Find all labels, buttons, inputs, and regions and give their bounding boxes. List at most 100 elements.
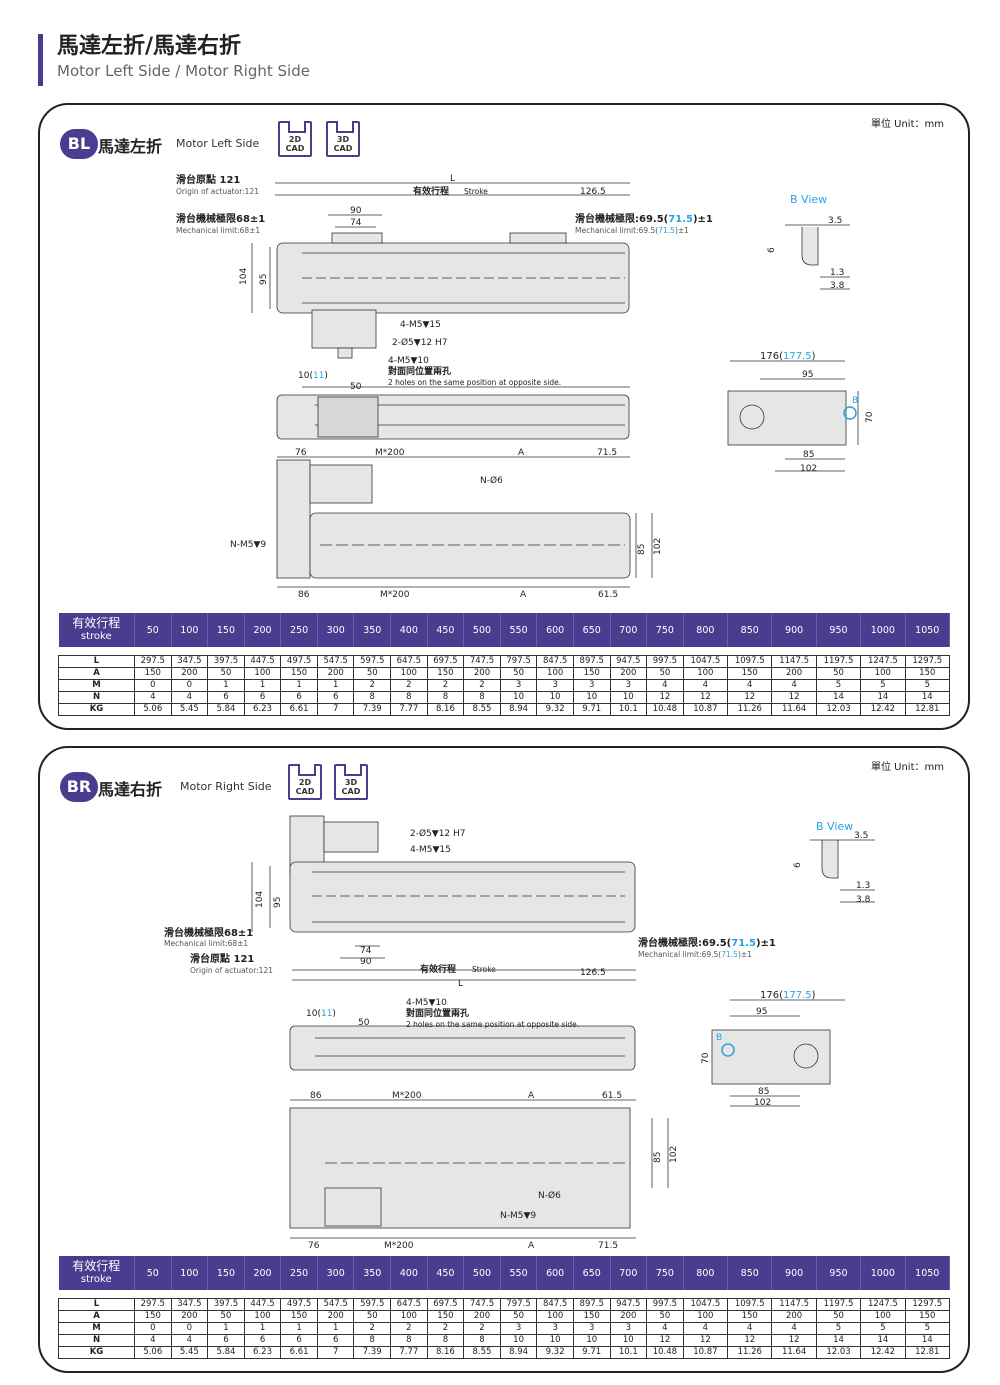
svg-text:70: 70 bbox=[701, 1052, 711, 1064]
svg-text:95: 95 bbox=[273, 897, 283, 908]
svg-text:6: 6 bbox=[767, 247, 777, 253]
table-cell: 10.87 bbox=[682, 1345, 729, 1359]
table-cell: 200 bbox=[771, 1309, 817, 1323]
table-cell: 6 bbox=[207, 690, 245, 704]
table-cell: 5.06 bbox=[134, 702, 172, 716]
stroke-column-header: 700 bbox=[610, 613, 648, 647]
svg-text:50: 50 bbox=[350, 382, 362, 392]
svg-text:M*200: M*200 bbox=[384, 1241, 414, 1251]
table-cell: 297.5 bbox=[134, 1297, 172, 1311]
table-cell: 8.55 bbox=[463, 702, 501, 716]
table-cell: 2 bbox=[390, 1321, 428, 1335]
table-cell: 7.39 bbox=[353, 1345, 392, 1359]
table-cell: 12 bbox=[682, 690, 729, 704]
svg-text:95: 95 bbox=[259, 274, 269, 285]
stroke-column-header: 500 bbox=[463, 1256, 501, 1290]
table-cell: 6.61 bbox=[280, 1345, 318, 1359]
stroke-column-header: 1000 bbox=[860, 613, 906, 647]
table-cell: 1 bbox=[243, 1321, 282, 1335]
page-subtitle: Motor Left Side / Motor Right Side bbox=[57, 62, 310, 80]
table-cell: 2 bbox=[353, 678, 392, 692]
table-cell: 8 bbox=[390, 690, 428, 704]
stroke-column-header: 250 bbox=[280, 613, 318, 647]
table-cell: 200 bbox=[771, 666, 817, 680]
svg-text:Mechanical limit:69.5(71.5)±1: Mechanical limit:69.5(71.5)±1 bbox=[575, 226, 689, 235]
table-cell: 1 bbox=[316, 678, 355, 692]
table-cell: 100 bbox=[682, 1309, 729, 1323]
stroke-column-header: 400 bbox=[390, 613, 428, 647]
table-cell: 50 bbox=[646, 666, 684, 680]
stroke-column-header: 200 bbox=[244, 613, 282, 647]
stroke-column-header: 350 bbox=[353, 613, 392, 647]
table-cell: 647.5 bbox=[390, 654, 428, 668]
svg-text:126.5: 126.5 bbox=[580, 968, 606, 978]
table-cell: 1147.5 bbox=[771, 654, 817, 668]
svg-text:85: 85 bbox=[653, 1152, 663, 1163]
table-cell: 12.42 bbox=[860, 1345, 906, 1359]
table-cell: 14 bbox=[904, 690, 951, 704]
mech-limit-left: 滑台機械極限68±1 bbox=[164, 926, 253, 939]
table-cell: 8.94 bbox=[499, 1345, 538, 1359]
svg-text:2-Ø5▼12 H7: 2-Ø5▼12 H7 bbox=[392, 337, 448, 348]
table-cell: 10 bbox=[609, 690, 648, 704]
table-cell: 1 bbox=[243, 678, 282, 692]
svg-text:126.5: 126.5 bbox=[580, 187, 606, 197]
table-cell: 10.48 bbox=[646, 702, 684, 716]
table-cell: 10 bbox=[572, 1333, 611, 1347]
page-title: 馬達左折/馬達右折 bbox=[57, 34, 242, 59]
table-cell: 1097.5 bbox=[727, 1297, 773, 1311]
svg-text:95: 95 bbox=[802, 370, 813, 380]
table-cell: 497.5 bbox=[280, 1297, 318, 1311]
stroke-column-header: 800 bbox=[683, 1256, 729, 1290]
b-view-label: B View bbox=[816, 820, 853, 833]
svg-text:B: B bbox=[852, 396, 858, 406]
table-cell: 1 bbox=[280, 678, 318, 692]
svg-text:4-M5▼15: 4-M5▼15 bbox=[410, 845, 451, 855]
table-cell: 7 bbox=[316, 1345, 355, 1359]
svg-text:N-M5▼9: N-M5▼9 bbox=[500, 1211, 536, 1221]
table-cell: 4 bbox=[727, 678, 773, 692]
stroke-column-header: 150 bbox=[207, 613, 245, 647]
table-cell: 1247.5 bbox=[860, 1297, 906, 1311]
table-cell: 150 bbox=[727, 1309, 773, 1323]
table-cell: 7 bbox=[316, 702, 355, 716]
svg-text:74: 74 bbox=[350, 218, 362, 228]
table-cell: 14 bbox=[904, 1333, 951, 1347]
table-cell: 5 bbox=[815, 1321, 862, 1335]
svg-text:76: 76 bbox=[295, 448, 307, 458]
stroke-column-header: 550 bbox=[500, 613, 538, 647]
table-cell: 10.48 bbox=[646, 1345, 684, 1359]
table-cell: 200 bbox=[316, 1309, 355, 1323]
table-cell: 12.42 bbox=[860, 702, 906, 716]
table-cell: 1197.5 bbox=[815, 654, 862, 668]
table-cell: 150 bbox=[572, 1309, 611, 1323]
svg-text:2 holes on the same position a: 2 holes on the same position at opposite… bbox=[406, 1020, 579, 1029]
table-cell: 8 bbox=[390, 1333, 428, 1347]
svg-text:76: 76 bbox=[308, 1241, 320, 1251]
table-cell: 2 bbox=[426, 678, 465, 692]
table-cell: 3 bbox=[499, 1321, 538, 1335]
stroke-column-header: 350 bbox=[353, 1256, 392, 1290]
table-cell: 7.39 bbox=[353, 702, 392, 716]
stroke-label: 有效行程 bbox=[420, 963, 456, 975]
table-cell: 50 bbox=[815, 1309, 862, 1323]
table-cell: 12 bbox=[771, 1333, 817, 1347]
stroke-column-header: 950 bbox=[816, 1256, 862, 1290]
stroke-column-header: 800 bbox=[683, 613, 729, 647]
table-cell: 6 bbox=[280, 1333, 318, 1347]
table-cell: 12 bbox=[646, 690, 684, 704]
svg-text:1.3: 1.3 bbox=[830, 268, 844, 278]
stroke-column-header: 100 bbox=[171, 1256, 209, 1290]
table-cell: 1047.5 bbox=[682, 654, 729, 668]
table-cell: 8.55 bbox=[463, 1345, 501, 1359]
svg-text:4-M5▼10: 4-M5▼10 bbox=[406, 998, 447, 1008]
stroke-column-header: 300 bbox=[317, 613, 355, 647]
